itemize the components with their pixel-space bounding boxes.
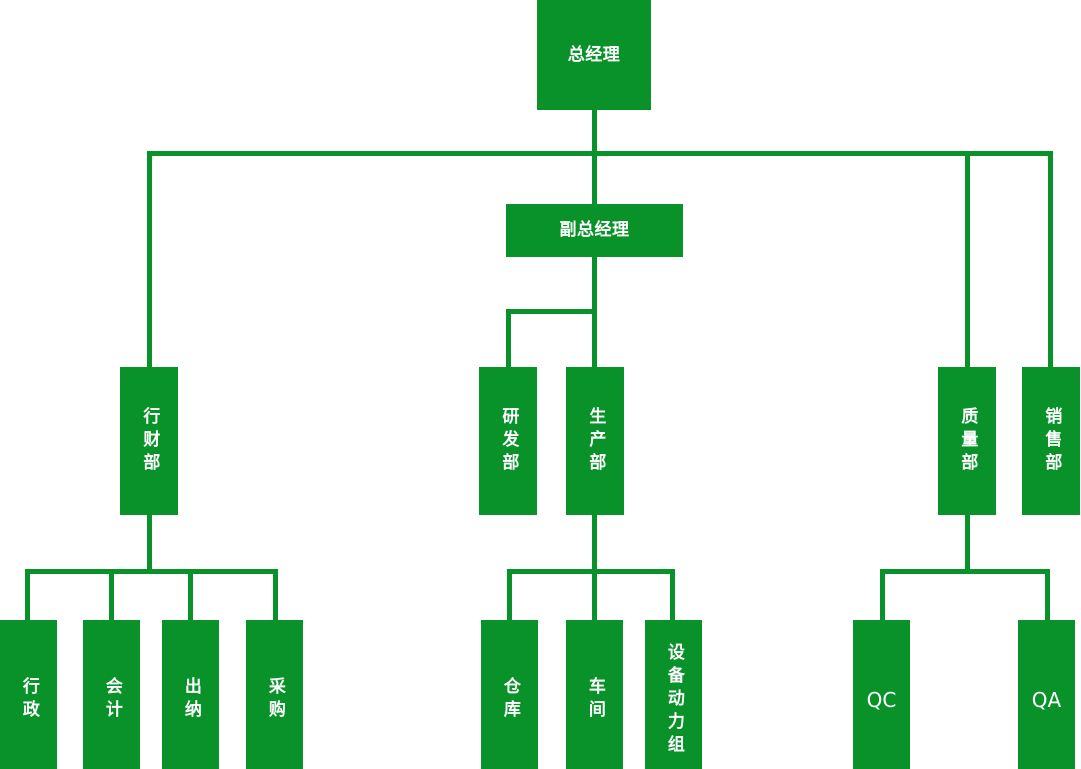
node-label-workshop: 车间 <box>584 677 605 723</box>
connector-drop-qa <box>1045 569 1050 622</box>
node-workshop[interactable]: 车间 <box>566 620 623 769</box>
node-qa[interactable]: QA <box>1018 620 1075 769</box>
node-equipment-power-group[interactable]: 设备动力组 <box>645 620 702 769</box>
connector-drop-purchasing <box>273 569 278 622</box>
connector-admin-finance-bus <box>25 569 278 574</box>
connector-drop-sales <box>1048 151 1053 369</box>
connector-drop-administration <box>25 569 30 622</box>
node-label-qa: QA <box>1031 687 1062 712</box>
node-label-equipment-power-group: 设备动力组 <box>663 642 684 758</box>
node-rnd-dept[interactable]: 研发部 <box>479 367 537 515</box>
node-label-quality-dept: 质量部 <box>957 406 978 476</box>
node-administration[interactable]: 行政 <box>0 620 57 769</box>
connector-drop-workshop <box>592 569 597 622</box>
node-label-sales-dept: 销售部 <box>1041 406 1062 476</box>
connector-production-stem <box>592 513 597 571</box>
node-general-manager[interactable]: 总经理 <box>537 0 651 110</box>
node-sales-dept[interactable]: 销售部 <box>1022 367 1080 515</box>
connector-quality-bus <box>880 569 1050 574</box>
node-label-purchasing: 采购 <box>264 677 285 723</box>
node-quality-dept[interactable]: 质量部 <box>938 367 996 515</box>
node-label-admin-finance-dept: 行财部 <box>139 406 160 476</box>
connector-drop-admin-finance <box>147 151 152 369</box>
node-deputy-general-manager[interactable]: 副总经理 <box>506 204 683 257</box>
node-label-qc: QC <box>866 687 897 712</box>
node-warehouse[interactable]: 仓库 <box>481 620 538 769</box>
connector-admin-finance-stem <box>147 513 152 571</box>
connector-deputy-sub-bus <box>506 309 597 314</box>
connector-drop-rnd <box>506 309 511 369</box>
connector-drop-quality <box>965 151 970 369</box>
connector-drop-equipment-power <box>670 569 675 622</box>
node-qc[interactable]: QC <box>853 620 910 769</box>
connector-gm-stem <box>592 110 597 205</box>
node-admin-finance-dept[interactable]: 行财部 <box>120 367 178 515</box>
connector-drop-cashier <box>188 569 193 622</box>
connector-drop-qc <box>880 569 885 622</box>
node-production-dept[interactable]: 生产部 <box>566 367 624 515</box>
node-label-cashier: 出纳 <box>180 677 201 723</box>
node-label-administration: 行政 <box>18 677 39 723</box>
node-cashier[interactable]: 出纳 <box>162 620 219 769</box>
node-label-general-manager: 总经理 <box>567 44 621 65</box>
connector-drop-warehouse <box>507 569 512 622</box>
node-label-production-dept: 生产部 <box>585 406 606 476</box>
node-label-warehouse: 仓库 <box>499 677 520 723</box>
node-label-deputy-general-manager: 副总经理 <box>559 220 630 241</box>
node-label-rnd-dept: 研发部 <box>498 406 519 476</box>
connector-drop-accounting <box>109 569 114 622</box>
connector-main-bus <box>147 151 1053 156</box>
node-accounting[interactable]: 会计 <box>83 620 140 769</box>
node-purchasing[interactable]: 采购 <box>246 620 303 769</box>
connector-production-bus <box>507 569 675 574</box>
connector-quality-stem <box>965 513 970 571</box>
node-label-accounting: 会计 <box>101 677 122 723</box>
